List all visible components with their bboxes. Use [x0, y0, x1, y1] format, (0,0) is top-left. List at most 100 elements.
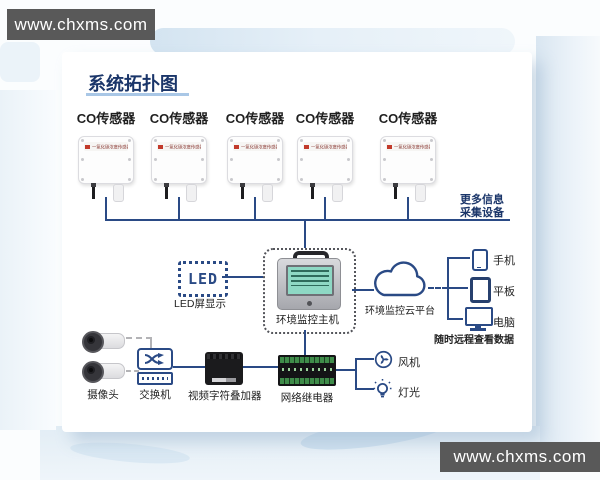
connector: [355, 358, 357, 390]
sensor-probes: [152, 183, 206, 202]
screw-icon: [128, 139, 131, 142]
connector: [304, 221, 306, 249]
screw-icon: [383, 178, 386, 181]
website-banner-top: www.chxms.com: [7, 9, 155, 40]
sensor-nameplate: 一氧化碳浓度传感器: [233, 142, 277, 151]
screw-icon: [347, 139, 350, 142]
sensor-probes: [298, 183, 352, 202]
sensor-nameplate: 一氧化碳浓度传感器: [386, 142, 430, 151]
sensor-device-text: 一氧化碳浓度传感器: [394, 145, 430, 150]
camera-icon-2: [82, 360, 125, 383]
co-sensor-device-icon: 一氧化碳浓度传感器: [227, 136, 283, 184]
background-feather: [69, 438, 191, 468]
dashed-connector: [126, 370, 139, 372]
led-display-label: LED屏显示: [174, 298, 226, 310]
antenna-icon: [186, 184, 197, 202]
background-texture: [0, 42, 40, 82]
website-banner-bottom: www.chxms.com: [440, 442, 600, 472]
sensor-brand-mark: [387, 144, 392, 149]
screw-icon: [81, 139, 84, 142]
screw-icon: [383, 158, 386, 161]
connector: [447, 287, 468, 289]
sensor-device-text: 一氧化碳浓度传感器: [165, 145, 201, 150]
screw-icon: [128, 178, 131, 181]
more-devices-note-line1: 更多信息: [460, 194, 504, 206]
connector: [173, 366, 205, 368]
antenna-icon: [262, 184, 273, 202]
screw-icon: [347, 178, 350, 181]
cloud-platform-label: 环境监控云平台: [365, 306, 435, 317]
screw-icon: [230, 139, 233, 142]
connector: [352, 289, 374, 291]
screw-icon: [430, 178, 433, 181]
antenna-icon: [415, 184, 426, 202]
screw-icon: [277, 139, 280, 142]
background-texture: [150, 28, 515, 55]
connector: [304, 330, 306, 355]
connector: [447, 257, 470, 259]
host-screen: [286, 265, 334, 296]
screw-icon: [128, 158, 131, 161]
tablet-label: 平板: [493, 286, 515, 298]
connector: [105, 197, 107, 220]
camera-lens: [82, 331, 104, 353]
sensor-brand-mark: [304, 144, 309, 149]
switch-ports: [137, 372, 173, 385]
screw-icon: [81, 178, 84, 181]
fan-label: 风机: [398, 357, 420, 369]
connector: [447, 318, 463, 320]
camera-label: 摄像头: [87, 389, 119, 401]
network-relay-icon: [278, 355, 336, 386]
screw-icon: [201, 139, 204, 142]
connector: [355, 358, 374, 360]
sensor-probes: [79, 183, 133, 202]
sensor-brand-mark: [85, 144, 90, 149]
probe-icon: [310, 183, 315, 199]
website-url: www.chxms.com: [453, 447, 587, 466]
connector: [222, 276, 263, 278]
co-sensor-2: CO传感器 一氧化碳浓度传感器: [145, 108, 213, 202]
co-sensor-label: CO传感器: [378, 111, 438, 126]
switch-arrows: [137, 348, 173, 370]
connector: [355, 388, 374, 390]
co-sensor-4: CO传感器 一氧化碳浓度传感器: [291, 108, 359, 202]
title-underline: [86, 93, 189, 96]
dashed-connector: [126, 337, 152, 339]
remote-access-note: 随时远程查看数据: [434, 335, 514, 346]
sensor-brand-mark: [234, 144, 239, 149]
screw-icon: [277, 178, 280, 181]
screw-icon: [430, 139, 433, 142]
connector: [407, 197, 409, 220]
co-sensor-label: CO传感器: [76, 111, 136, 126]
website-url: www.chxms.com: [14, 14, 148, 34]
tablet-icon: [470, 277, 491, 303]
co-sensor-label: CO传感器: [225, 111, 285, 126]
screw-icon: [300, 139, 303, 142]
screw-icon: [277, 158, 280, 161]
co-sensor-device-icon: 一氧化碳浓度传感器: [297, 136, 353, 184]
co-sensor-3: CO传感器 一氧化碳浓度传感器: [221, 108, 289, 202]
camera-icon-1: [82, 330, 125, 353]
probe-icon: [240, 183, 245, 199]
dashed-connector: [150, 337, 152, 349]
antenna-icon: [332, 184, 343, 202]
connector: [178, 197, 180, 220]
phone-icon: [472, 249, 488, 271]
page-title: 系统拓扑图: [88, 74, 178, 94]
fan-icon: [374, 350, 393, 374]
probe-icon: [164, 183, 169, 199]
sensor-nameplate: 一氧化碳浓度传感器: [157, 142, 201, 151]
screw-icon: [154, 139, 157, 142]
co-sensor-5: CO传感器 一氧化碳浓度传感器: [374, 108, 442, 202]
background-texture: [536, 36, 600, 466]
led-matrix-text: LED: [187, 270, 219, 288]
co-sensor-device-icon: 一氧化碳浓度传感器: [151, 136, 207, 184]
more-devices-note-line2: 采集设备: [460, 206, 504, 219]
screw-icon: [154, 178, 157, 181]
host-body: [277, 258, 341, 310]
co-sensor-1: CO传感器 一氧化碳浓度传感器: [72, 108, 140, 202]
dashed-connector: [428, 287, 448, 289]
connector: [254, 197, 256, 220]
probe-icon: [91, 183, 96, 199]
